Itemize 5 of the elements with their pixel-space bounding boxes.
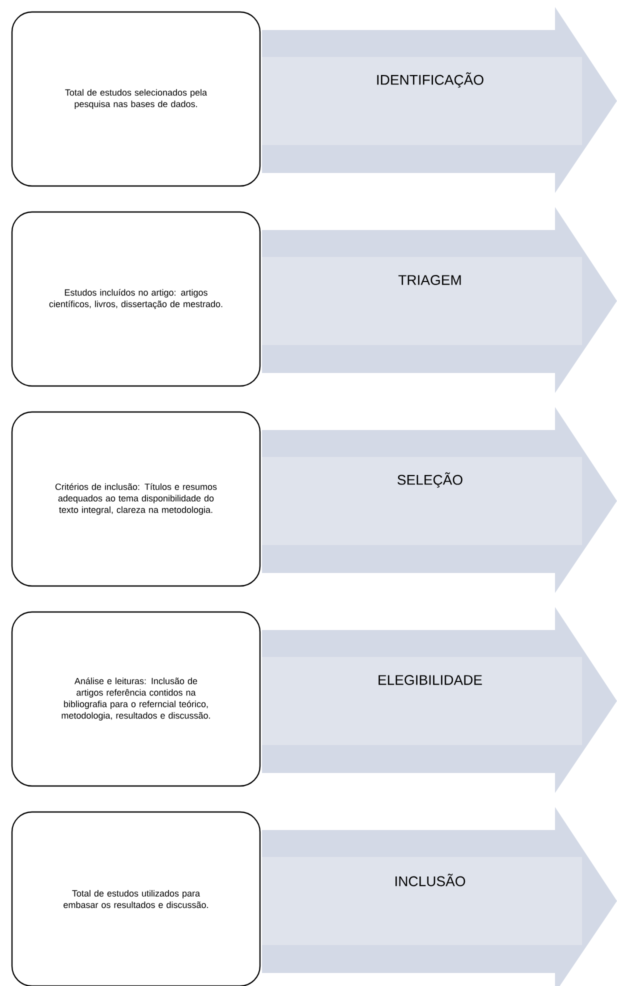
rounded-box: Critérios de inclusão: Títulos e resumos adequados ao tema disponibilidade do texto integral, clareza na metodologia. <box>11 411 261 587</box>
rounded-box: Análise e leituras: Inclusão de artigos referência contidos na bibliografia para o referncial teórico, metodologia, resultados e discussão. <box>11 611 261 787</box>
rounded-box: Estudos incluídos no artigo: artigos científicos, livros, dissertação de mestrado. <box>11 211 261 387</box>
rounded-box: Total de estudos selecionados pela pesquisa nas bases de dados. <box>11 11 261 187</box>
rounded-box: Total de estudos utilizados para embasar os resultados e discussão. <box>11 811 261 986</box>
